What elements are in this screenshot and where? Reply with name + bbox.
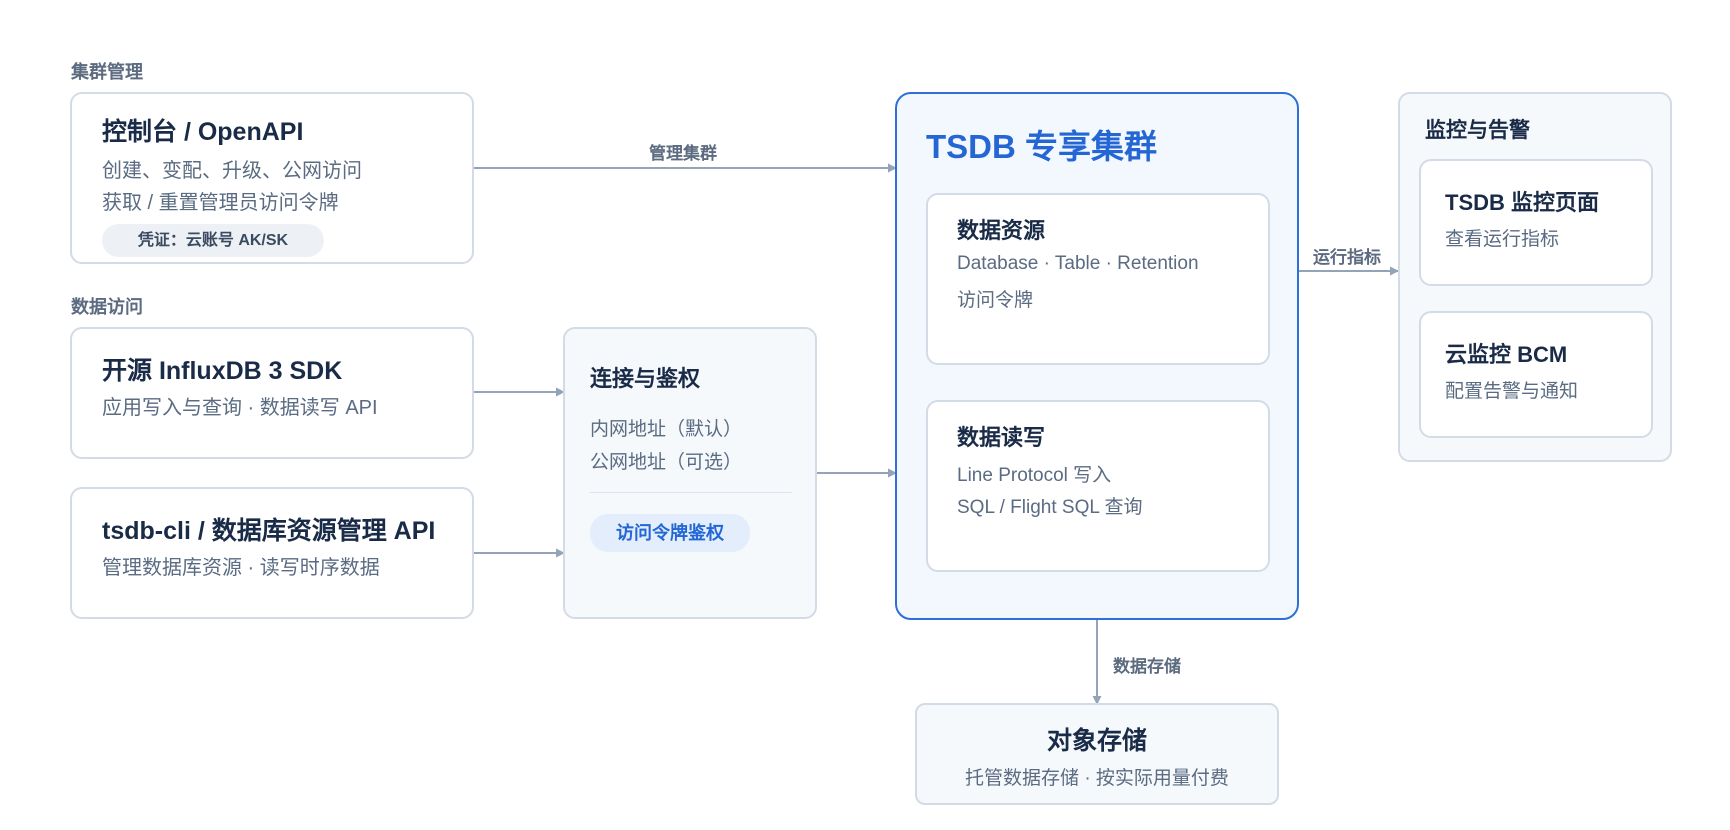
access-token-auth-badge: 访问令牌鉴权: [590, 514, 750, 552]
data-read-write-line-2: SQL / Flight SQL 查询: [957, 497, 1143, 518]
tsdb-dedicated-cluster-box: TSDB 专享集群 数据资源 Database · Table · Retent…: [895, 92, 1299, 620]
group-label-data-access: 数据访问: [71, 297, 143, 317]
tsdb-cli-line-1: 管理数据库资源 · 读写时序数据: [102, 557, 380, 579]
console-openapi-line-1: 创建、变配、升级、公网访问: [102, 160, 362, 182]
console-openapi-title: 控制台 / OpenAPI: [102, 118, 304, 146]
tsdb-dedicated-cluster-title: TSDB 专享集群: [926, 128, 1157, 165]
connection-auth-title: 连接与鉴权: [590, 366, 701, 391]
data-read-write-title: 数据读写: [957, 425, 1046, 450]
edge-label-runtime-metrics: 运行指标: [1313, 248, 1381, 267]
monitoring-alerting-box: 监控与告警 TSDB 监控页面 查看运行指标 云监控 BCM 配置告警与通知: [1398, 92, 1672, 462]
console-openapi-box: 控制台 / OpenAPI 创建、变配、升级、公网访问 获取 / 重置管理员访问…: [70, 92, 474, 264]
data-resources-title: 数据资源: [957, 218, 1046, 243]
monitoring-alerting-title: 监控与告警: [1425, 119, 1530, 142]
object-storage-title: 对象存储: [1046, 727, 1147, 755]
credential-badge: 凭证：云账号 AK/SK: [102, 224, 324, 257]
public-address-line: 公网地址（可选）: [590, 452, 743, 473]
data-resources-line-2: 访问令牌: [957, 290, 1034, 311]
cloud-monitor-bcm-title: 云监控 BCM: [1445, 342, 1568, 367]
connection-auth-box: 连接与鉴权 内网地址（默认） 公网地址（可选） 访问令牌鉴权: [563, 327, 817, 619]
auth-divider: [590, 492, 792, 493]
data-resources-line-1: Database · Table · Retention: [957, 253, 1199, 274]
edge-label-manage-cluster: 管理集群: [649, 144, 717, 163]
console-openapi-line-2: 获取 / 重置管理员访问令牌: [102, 192, 339, 214]
data-read-write-card: 数据读写 Line Protocol 写入 SQL / Flight SQL 查…: [926, 400, 1270, 572]
object-storage-line-1: 托管数据存储 · 按实际用量付费: [965, 768, 1229, 789]
tsdb-monitoring-page-line-1: 查看运行指标: [1445, 229, 1560, 250]
intranet-address-line: 内网地址（默认）: [590, 419, 743, 440]
tsdb-monitoring-page-card: TSDB 监控页面 查看运行指标: [1419, 159, 1653, 286]
cloud-monitor-bcm-line-1: 配置告警与通知: [1445, 381, 1579, 402]
group-label-cluster-management: 集群管理: [71, 62, 143, 82]
data-resources-card: 数据资源 Database · Table · Retention 访问令牌: [926, 193, 1270, 365]
object-storage-box: 对象存储 托管数据存储 · 按实际用量付费: [915, 703, 1279, 805]
influxdb-sdk-line-1: 应用写入与查询 · 数据读写 API: [102, 397, 378, 419]
edge-label-data-storage: 数据存储: [1113, 657, 1181, 676]
cloud-monitor-bcm-card: 云监控 BCM 配置告警与通知: [1419, 311, 1653, 438]
tsdb-cli-box: tsdb-cli / 数据库资源管理 API 管理数据库资源 · 读写时序数据: [70, 487, 474, 619]
influxdb-sdk-title: 开源 InfluxDB 3 SDK: [102, 357, 343, 385]
tsdb-monitoring-page-title: TSDB 监控页面: [1445, 190, 1600, 215]
tsdb-cli-title: tsdb-cli / 数据库资源管理 API: [102, 517, 436, 545]
data-read-write-line-1: Line Protocol 写入: [957, 465, 1112, 486]
influxdb-sdk-box: 开源 InfluxDB 3 SDK 应用写入与查询 · 数据读写 API: [70, 327, 474, 459]
